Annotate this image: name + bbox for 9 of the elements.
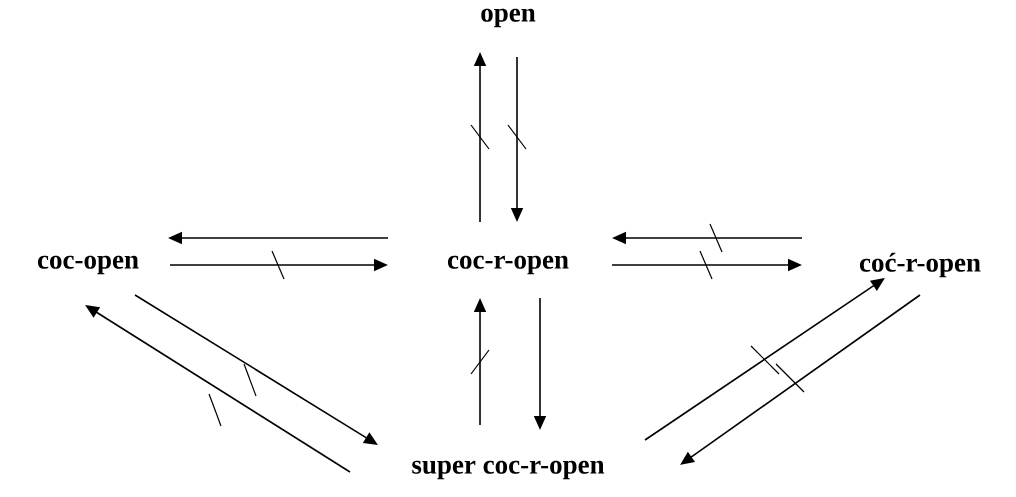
node-label: super coc-r-open [412,460,605,480]
arrow [85,305,351,473]
arrow [644,278,885,441]
arrow [680,294,921,465]
node-label: coc-open [37,255,139,275]
node-label: coc-r-open [447,255,569,275]
node-label: open [481,8,536,28]
node-label: coć-r-open [859,252,981,278]
arrow [134,294,378,445]
